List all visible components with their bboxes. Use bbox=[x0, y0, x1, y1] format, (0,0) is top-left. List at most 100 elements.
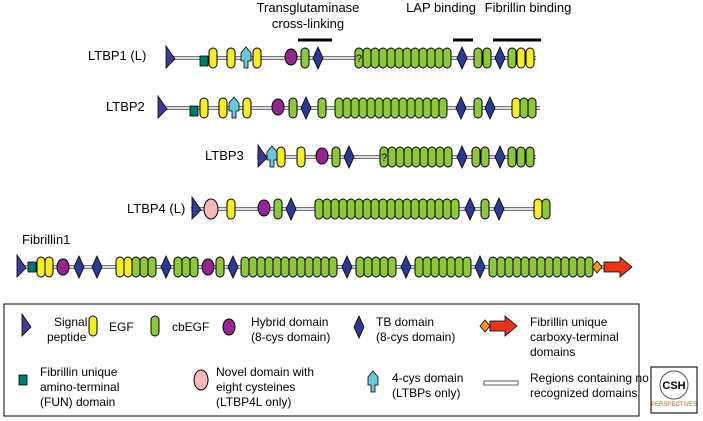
tb-domain bbox=[73, 255, 85, 279]
hybrid-domain bbox=[201, 258, 215, 276]
cbegf-domain bbox=[355, 256, 365, 278]
cbegf-domain bbox=[411, 146, 421, 168]
legend-cterm-line1: Fibrillin unique bbox=[530, 315, 608, 329]
cbegf-domain bbox=[496, 256, 506, 278]
cbegf-domain bbox=[403, 146, 413, 168]
cbegf-domain bbox=[544, 256, 554, 278]
tb-domain bbox=[455, 96, 467, 120]
cbegf-domain bbox=[320, 256, 330, 278]
fun-domain bbox=[27, 261, 37, 273]
egf-domain bbox=[208, 47, 218, 69]
cbegf-domain bbox=[528, 256, 538, 278]
cbegf-domain bbox=[402, 198, 412, 220]
legend: Signal peptide EGF cbEGF Hybrid domain (… bbox=[3, 303, 649, 417]
fibrillin-c-term-small-shape bbox=[591, 260, 603, 274]
cbegf-domain bbox=[370, 47, 380, 69]
cbegf-domain bbox=[507, 146, 517, 168]
tb-domain bbox=[227, 255, 239, 279]
ltbp4-row: LTBP4 (L) bbox=[127, 196, 551, 221]
cbegf-domain bbox=[378, 47, 388, 69]
cbegf-domain bbox=[296, 256, 306, 278]
tb-domain bbox=[312, 46, 324, 70]
ltbp3-row: LTBP3 ? bbox=[205, 144, 536, 169]
cbegf-domain bbox=[414, 256, 424, 278]
hybrid-legend-icon bbox=[222, 318, 236, 336]
cbegf-domain bbox=[462, 256, 472, 278]
fibrillin-c-term-arrow bbox=[603, 256, 633, 278]
cbegf-domain bbox=[350, 97, 360, 119]
cbegf-domain bbox=[454, 256, 464, 278]
legend-cbegf: cbEGF bbox=[172, 320, 209, 334]
tb-domain bbox=[493, 197, 505, 221]
egf-domain bbox=[199, 97, 209, 119]
uncertain-mark: ? bbox=[356, 53, 362, 65]
cbegf-domain bbox=[386, 47, 396, 69]
cbegf-domain bbox=[264, 256, 274, 278]
fun-legend-icon bbox=[18, 374, 28, 386]
transglutaminase-label-line1: Transglutaminase bbox=[257, 0, 360, 15]
cbegf-domain bbox=[338, 198, 348, 220]
egf-domain bbox=[44, 256, 54, 278]
egf-domain bbox=[511, 97, 521, 119]
cbegf-domain bbox=[527, 97, 537, 119]
cbegf-domain bbox=[426, 47, 436, 69]
cbegf-domain bbox=[181, 256, 191, 278]
signal-peptide-shape bbox=[157, 95, 168, 119]
signal-peptide-shape bbox=[16, 254, 27, 278]
cbegf-domain bbox=[473, 97, 483, 119]
signal-peptide-shape bbox=[257, 144, 268, 168]
cbegf-domain bbox=[434, 198, 444, 220]
cbegf-domain bbox=[395, 146, 405, 168]
cbegf-domain bbox=[334, 97, 344, 119]
cbegf-domain bbox=[422, 256, 432, 278]
cbegf-domain bbox=[414, 97, 424, 119]
cbegf-domain bbox=[446, 256, 456, 278]
fun-like-shape bbox=[199, 55, 209, 67]
legend-cterm-line2: carboxy-terminal bbox=[530, 330, 619, 344]
tb-domain bbox=[456, 46, 468, 70]
cbegf-domain bbox=[434, 47, 444, 69]
cbegf-domain bbox=[304, 256, 314, 278]
cbegf-domain bbox=[512, 256, 522, 278]
legend-none-line2: recognized domains bbox=[530, 386, 637, 400]
ltbp1-row: LTBP1 (L) ? bbox=[88, 45, 536, 70]
cbegf-domain bbox=[450, 198, 460, 220]
cbegf-domain bbox=[215, 256, 225, 278]
cbegf-domain bbox=[240, 256, 250, 278]
ltbp1-label: LTBP1 (L) bbox=[88, 48, 146, 63]
logo-text-csh: CSH bbox=[662, 380, 685, 392]
tb-domain bbox=[484, 96, 496, 120]
cbegf-domain bbox=[438, 97, 448, 119]
cbegf-domain bbox=[322, 198, 332, 220]
cbegf-domain bbox=[410, 47, 420, 69]
tb-domain bbox=[300, 96, 312, 120]
lap-binding-label: LAP binding bbox=[406, 0, 476, 15]
tb-domain bbox=[464, 197, 476, 221]
hybrid-domain bbox=[257, 199, 271, 217]
cbegf-domain bbox=[520, 256, 530, 278]
cbegf-domain bbox=[248, 256, 258, 278]
cbegf-domain bbox=[280, 256, 290, 278]
egf-domain bbox=[516, 47, 526, 69]
cbegf-domain bbox=[346, 198, 356, 220]
fibrillin1-row: Fibrillin1 bbox=[16, 232, 633, 279]
legend-frame bbox=[3, 303, 640, 417]
cbegf-domain bbox=[473, 47, 483, 69]
cbegf-domain bbox=[427, 146, 437, 168]
cbegf-domain bbox=[342, 97, 352, 119]
signal-peptide-shape bbox=[165, 45, 176, 69]
cbegf-domain bbox=[139, 256, 149, 278]
four-cys-domain bbox=[228, 96, 240, 119]
cbegf-domain bbox=[317, 97, 327, 119]
novel-domain bbox=[203, 198, 219, 220]
novel-domain-legend-icon bbox=[193, 369, 209, 391]
signal-peptide-shape bbox=[191, 196, 202, 220]
cbegf-domain bbox=[394, 47, 404, 69]
cbegf-domain bbox=[312, 256, 322, 278]
cbegf-domain bbox=[362, 47, 372, 69]
logo-text-perspectives: PERSPECTIVES bbox=[651, 402, 697, 408]
egf-domain bbox=[252, 47, 262, 69]
cbegf-domain bbox=[390, 97, 400, 119]
cbegf-domain bbox=[189, 256, 199, 278]
cbegf-domain bbox=[516, 146, 526, 168]
